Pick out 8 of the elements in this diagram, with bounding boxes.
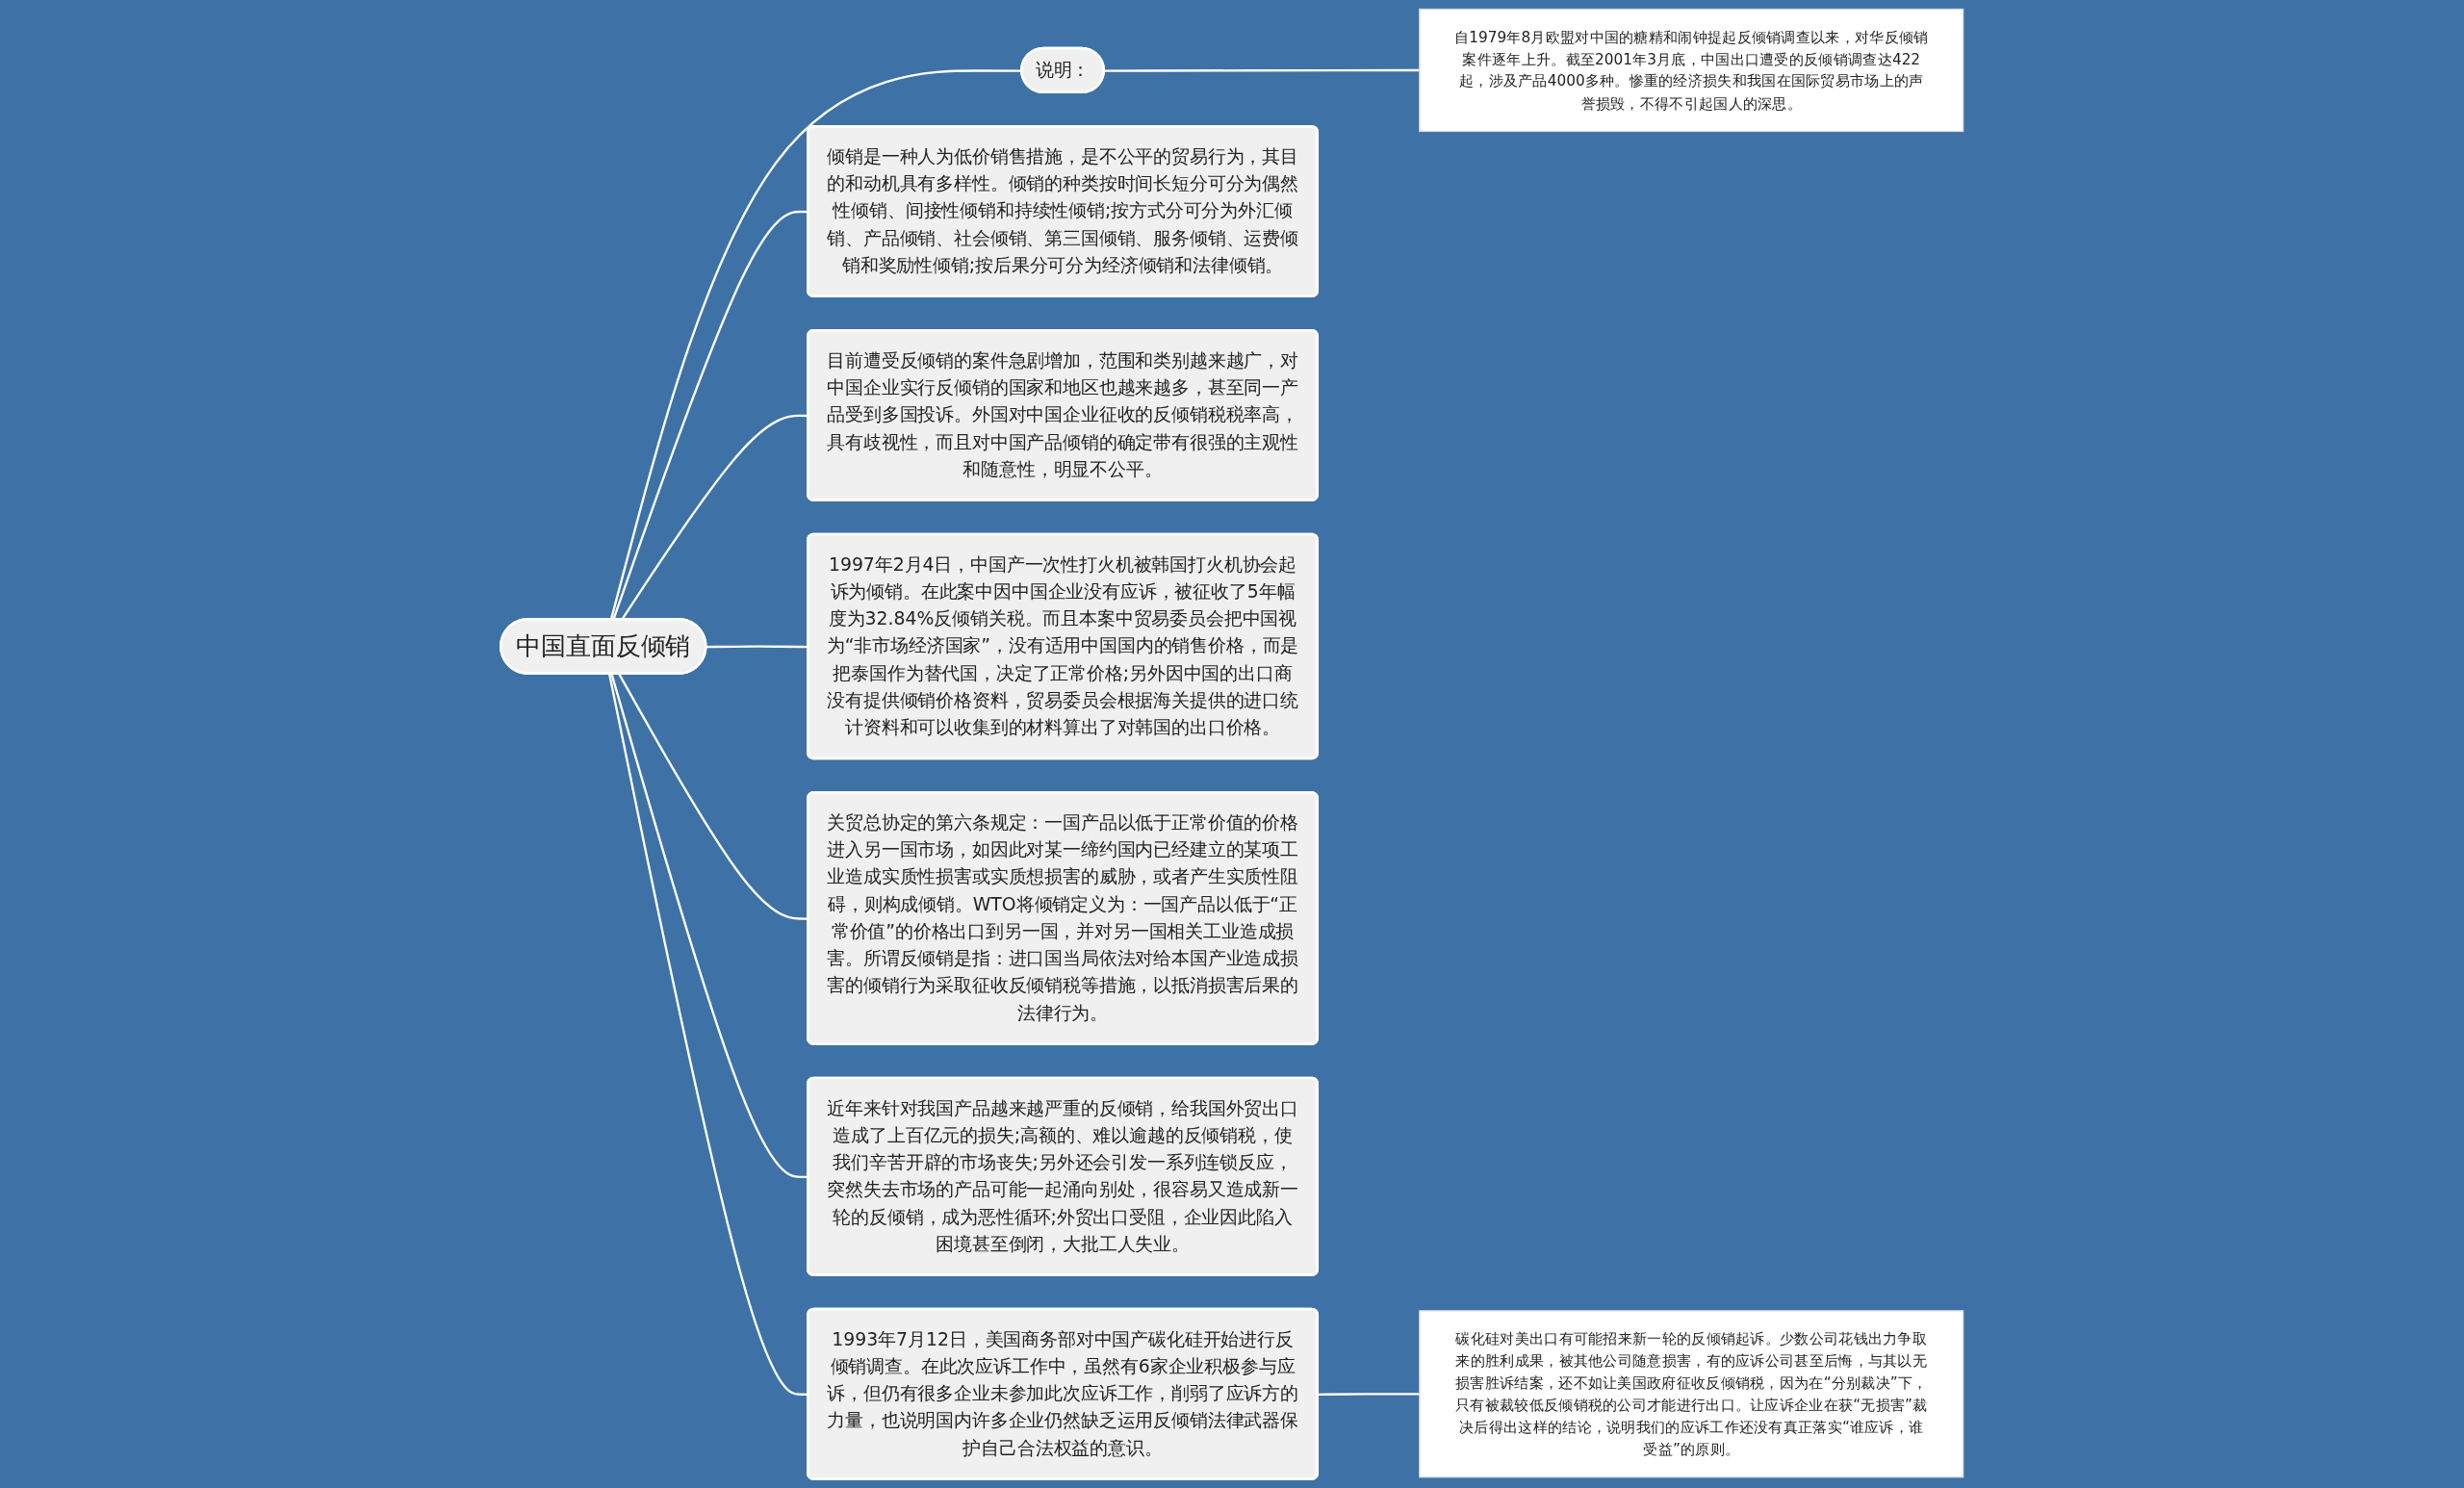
connector	[706, 645, 808, 649]
connector	[610, 674, 808, 1179]
node-box: 自1979年8月欧盟对中国的糖精和闹钟提起反倾销调查以来，对华反倾销案件逐年上升。截至2001年3月底，中国出口遭受的反倾销调查达422起，涉及产品4000多种。惨重的经济损失和我国在国际贸易市场上的声誉损毁，不得不引起国人的深思。	[1419, 8, 1964, 133]
connector	[618, 673, 808, 920]
node-box: 碳化硅对美出口有可能招来新一轮的反倾销起诉。少数公司花钱出力争取来的胜利成果，被其他公司随意损害，有的应诉公司甚至后悔，与其以无损害胜诉结案，还不如让美国政府征收反倾销税，因为在“分别裁决”下，只有被裁较低反倾销税的公司才能进行出口。让应诉企业在获“无损害”裁决后得出这样的结论，说明我们的应诉工作还没有真正落实“谁应诉，谁受益”的原则。	[1419, 1310, 1964, 1478]
connector	[1104, 68, 1420, 72]
connector	[608, 674, 808, 1397]
connector	[1318, 1393, 1420, 1397]
